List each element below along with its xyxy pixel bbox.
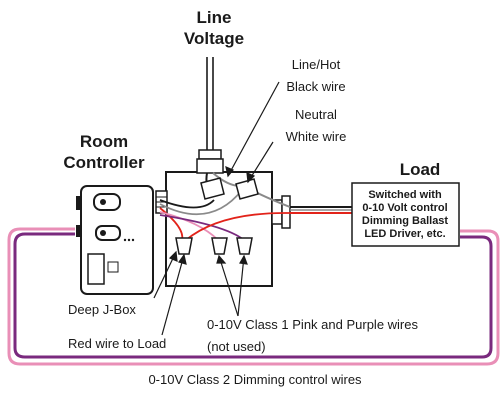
red-wire-label: Red wire to Load bbox=[68, 336, 166, 351]
load-box-line1: Switched with bbox=[368, 189, 442, 201]
room-controller-label-2: Controller bbox=[63, 153, 145, 172]
neutral-label-1: Neutral bbox=[295, 107, 337, 122]
load-box-line4: LED Driver, etc. bbox=[364, 228, 445, 240]
line-hot-label-1: Line/Hot bbox=[292, 57, 341, 72]
load-box: Switched with 0-10 Volt control Dimming … bbox=[351, 182, 460, 247]
deep-jbox-label: Deep J-Box bbox=[68, 302, 136, 317]
line-voltage-label-1: Line bbox=[197, 8, 232, 27]
wire-nuts bbox=[175, 177, 259, 255]
load-box-line2: 0-10 Volt control bbox=[362, 202, 447, 214]
line-voltage-label-2: Voltage bbox=[184, 29, 244, 48]
class2-purple-wire bbox=[13, 232, 493, 359]
class2-label: 0-10V Class 2 Dimming control wires bbox=[148, 372, 362, 387]
room-controller-device bbox=[76, 185, 154, 295]
room-controller-label-1: Room bbox=[80, 132, 128, 151]
leader-lines bbox=[153, 81, 280, 336]
class1-label-1: 0-10V Class 1 Pink and Purple wires bbox=[207, 317, 418, 332]
class1-label-2: (not used) bbox=[207, 339, 266, 354]
load-box-line3: Dimming Ballast bbox=[362, 215, 449, 227]
neutral-label-2: White wire bbox=[286, 129, 347, 144]
load-label: Load bbox=[400, 160, 441, 179]
class2-pink-wire bbox=[7, 227, 500, 366]
line-hot-label-2: Black wire bbox=[286, 79, 345, 94]
line-voltage-cable bbox=[206, 57, 214, 156]
